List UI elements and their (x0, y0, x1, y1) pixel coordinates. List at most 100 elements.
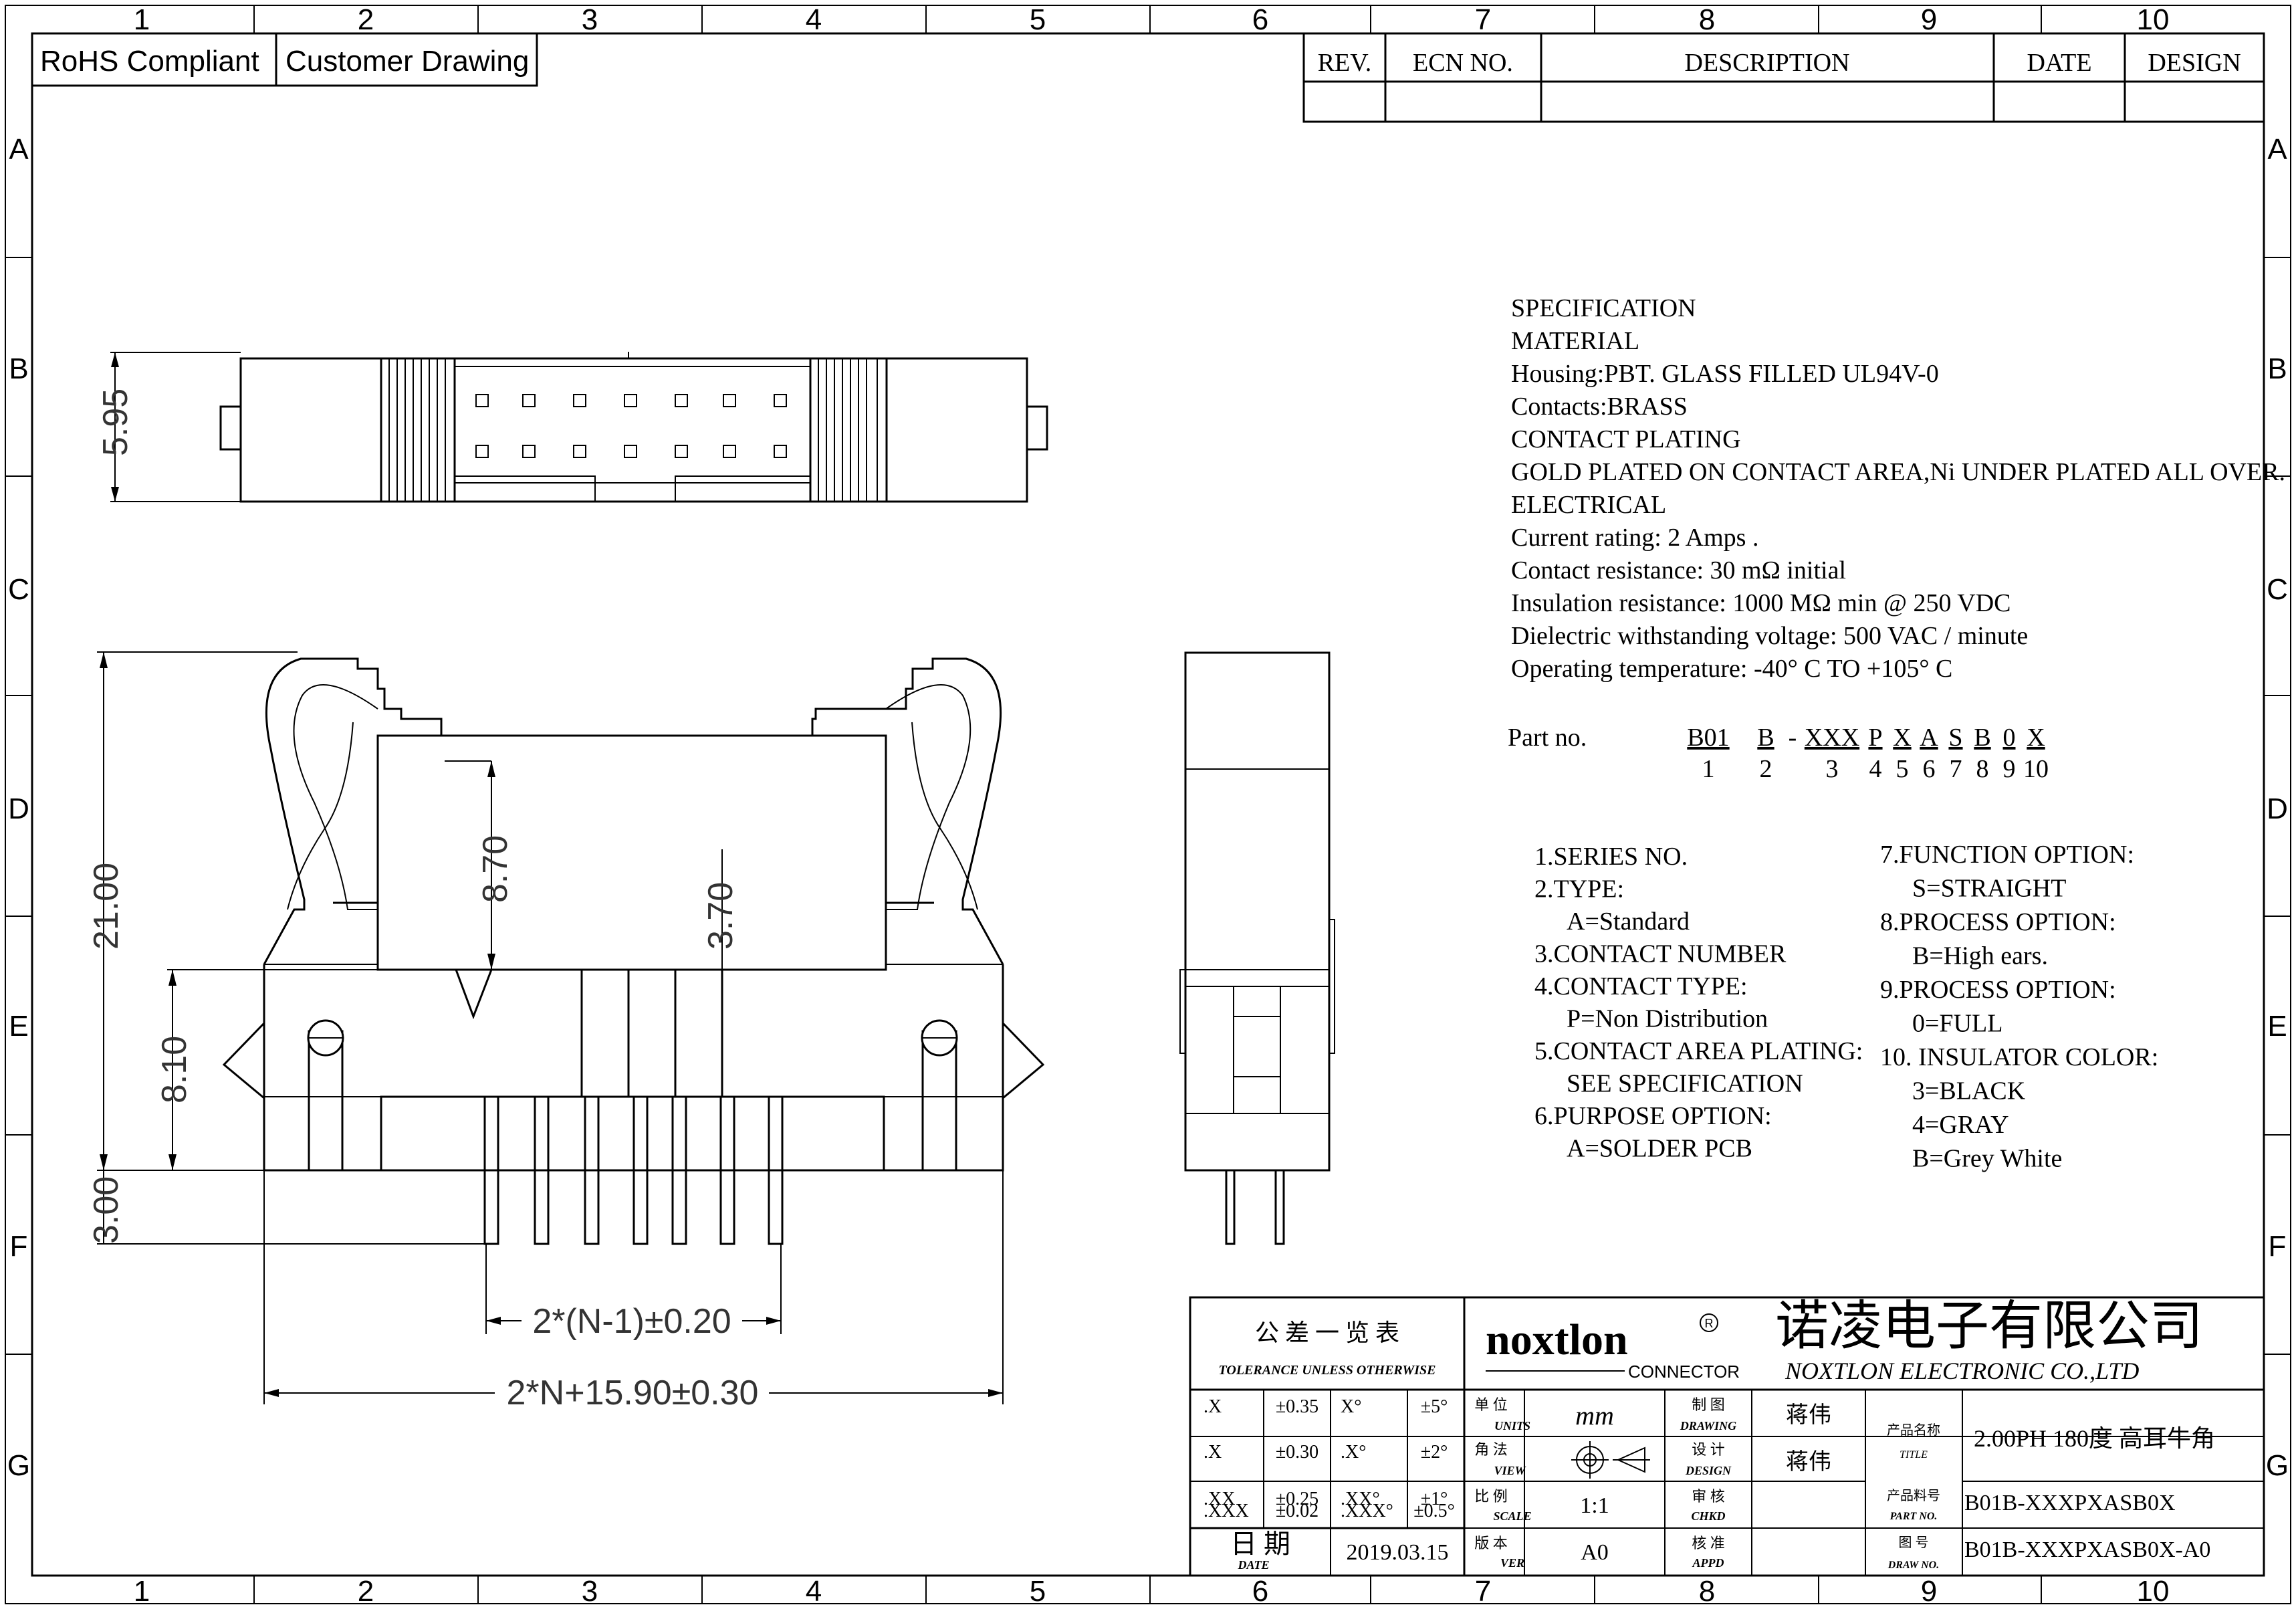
dim-front-total-height: 21.00 (87, 863, 126, 950)
part-no-segment: A (1920, 724, 1938, 752)
ver-value: A0 (1581, 1540, 1609, 1565)
part-no-segment: X (2027, 724, 2045, 752)
row-label-left: F (10, 1230, 28, 1263)
date-label-en: DATE (1237, 1558, 1269, 1572)
chkd-label-en: CHKD (1691, 1509, 1725, 1523)
col-label-bottom: 6 (1252, 1575, 1268, 1608)
part-no-index: 9 (2003, 755, 2016, 783)
part-no-segment: - (1789, 724, 1797, 752)
tol-angle-value: ±0.5° (1413, 1501, 1455, 1521)
option-left-line: 6.PURPOSE OPTION: (1534, 1102, 1772, 1130)
col-label-top: 9 (1921, 3, 1937, 36)
spec-line: Current rating: 2 Amps . (1511, 524, 1758, 552)
scale-label-cn: 比 例 (1474, 1488, 1508, 1505)
tol-angle: X° (1341, 1396, 1361, 1417)
ver-label-en: VER (1500, 1556, 1524, 1570)
tol-angle-value: ±2° (1421, 1442, 1448, 1463)
option-right-line: B=Grey White (1912, 1145, 2062, 1173)
option-right-line: 8.PROCESS OPTION: (1880, 908, 2116, 936)
partno-label-cn: 产品料号 (1887, 1488, 1940, 1503)
chkd-label-cn: 审 核 (1692, 1488, 1725, 1505)
tol-decimal-value: ±0.02 (1276, 1501, 1318, 1521)
dim-top-height: 5.95 (96, 389, 135, 456)
options-left: 1.SERIES NO. 2.TYPE: A=Standard 3.CONTACT N… (1534, 843, 1863, 1163)
row-label-right: F (2269, 1230, 2287, 1263)
brand-logo: noxtlon (1486, 1315, 1628, 1364)
col-label-top: 2 (358, 3, 374, 36)
tol-decimal-value: ±0.35 (1276, 1396, 1318, 1417)
scale-label-en: SCALE (1493, 1509, 1531, 1523)
dim-pin-length: 3.00 (87, 1176, 126, 1244)
row-label-right: E (2267, 1010, 2287, 1043)
part-no-index: 4 (1869, 755, 1882, 783)
partno-label-en: PART NO. (1889, 1511, 1938, 1522)
col-label-top: 6 (1252, 3, 1268, 36)
spec-line: MATERIAL (1511, 327, 1639, 355)
part-no-index: 1 (1702, 755, 1715, 783)
description-col-header: DESCRIPTION (1684, 49, 1849, 77)
appd-label-en: APPD (1692, 1556, 1724, 1570)
part-no-segment: 0 (2003, 724, 2016, 752)
row-label-left: E (9, 1010, 28, 1043)
row-label-right: D (2267, 792, 2288, 825)
option-left-line: 1.SERIES NO. (1534, 843, 1688, 871)
spec-line: GOLD PLATED ON CONTACT AREA,Ni UNDER PLA… (1511, 458, 2285, 486)
dim-key-height: 3.70 (701, 882, 740, 950)
part-no-index: 10 (2023, 755, 2049, 783)
tol-decimal: .X (1203, 1396, 1222, 1417)
design-value: 蒋伟 (1786, 1449, 1831, 1475)
option-left-line: 3.CONTACT NUMBER (1534, 940, 1787, 968)
projection-symbol (1571, 1441, 1650, 1479)
tol-decimal: .XX (1203, 1489, 1235, 1509)
units-label-cn: 单 位 (1474, 1396, 1508, 1413)
drawing-value: 蒋伟 (1786, 1402, 1831, 1428)
units-label-en: UNITS (1494, 1419, 1530, 1432)
drawing-label-en: DRAWING (1680, 1419, 1736, 1432)
tolerance-title-cn: 公 差 一 览 表 (1255, 1319, 1399, 1346)
spec-line: Housing:PBT. GLASS FILLED UL94V-0 (1511, 360, 1939, 388)
tol-decimal-value: ±0.30 (1276, 1442, 1318, 1463)
part-no-segment: X (1893, 724, 1911, 752)
col-label-bottom: 10 (2137, 1575, 2170, 1608)
spec-line: Insulation resistance: 1000 MΩ min @ 250… (1511, 589, 2011, 617)
design-col-header: DESIGN (2148, 49, 2241, 77)
partno-value: B01B-XXXPXASB0X (1964, 1491, 2176, 1515)
part-no-index: 3 (1826, 755, 1839, 783)
part-no-segment: B (1974, 724, 1990, 752)
option-left-line: 2.TYPE: (1534, 875, 1624, 903)
tol-decimal-value: ±0.25 (1276, 1489, 1318, 1509)
title-label-cn: 产品名称 (1887, 1422, 1940, 1438)
option-left-line: A=Standard (1567, 907, 1690, 936)
col-label-bottom: 5 (1030, 1575, 1046, 1608)
part-no-label: Part no. (1508, 724, 1587, 752)
col-label-top: 8 (1699, 3, 1715, 36)
front-view: 21.00 8.10 3.00 8.70 3.70 2*(N-1)±0.20 2… (87, 651, 1045, 1412)
drawing-label-cn: 制 图 (1692, 1396, 1725, 1413)
option-right-line: 4=GRAY (1912, 1111, 2009, 1139)
units-value: mm (1575, 1400, 1614, 1430)
side-view (1179, 651, 1335, 1245)
tol-angle: .X° (1341, 1442, 1366, 1463)
col-label-bottom: 3 (582, 1575, 598, 1608)
revision-table: REV. ECN NO. DESCRIPTION DATE DESIGN (1302, 32, 2265, 123)
option-left-line: A=SOLDER PCB (1567, 1135, 1752, 1163)
col-label-bottom: 2 (358, 1575, 374, 1608)
drawno-label-en: DRAW NO. (1887, 1560, 1939, 1571)
tol-angle-value: ±5° (1421, 1396, 1448, 1417)
option-left-line: 4.CONTACT TYPE: (1534, 972, 1748, 1000)
dim-body-height: 8.10 (155, 1036, 194, 1103)
option-left-line: P=Non Distribution (1567, 1005, 1768, 1033)
company-name-en: NOXTLON ELECTRONIC CO.,LTD (1785, 1358, 2139, 1384)
col-label-top: 1 (134, 3, 150, 36)
title-label-en: TITLE (1900, 1449, 1928, 1461)
tolerance-title-en: TOLERANCE UNLESS OTHERWISE (1219, 1363, 1436, 1378)
row-label-left: C (8, 573, 29, 606)
tol-decimal: .X (1203, 1442, 1222, 1463)
col-label-top: 10 (2137, 3, 2170, 36)
